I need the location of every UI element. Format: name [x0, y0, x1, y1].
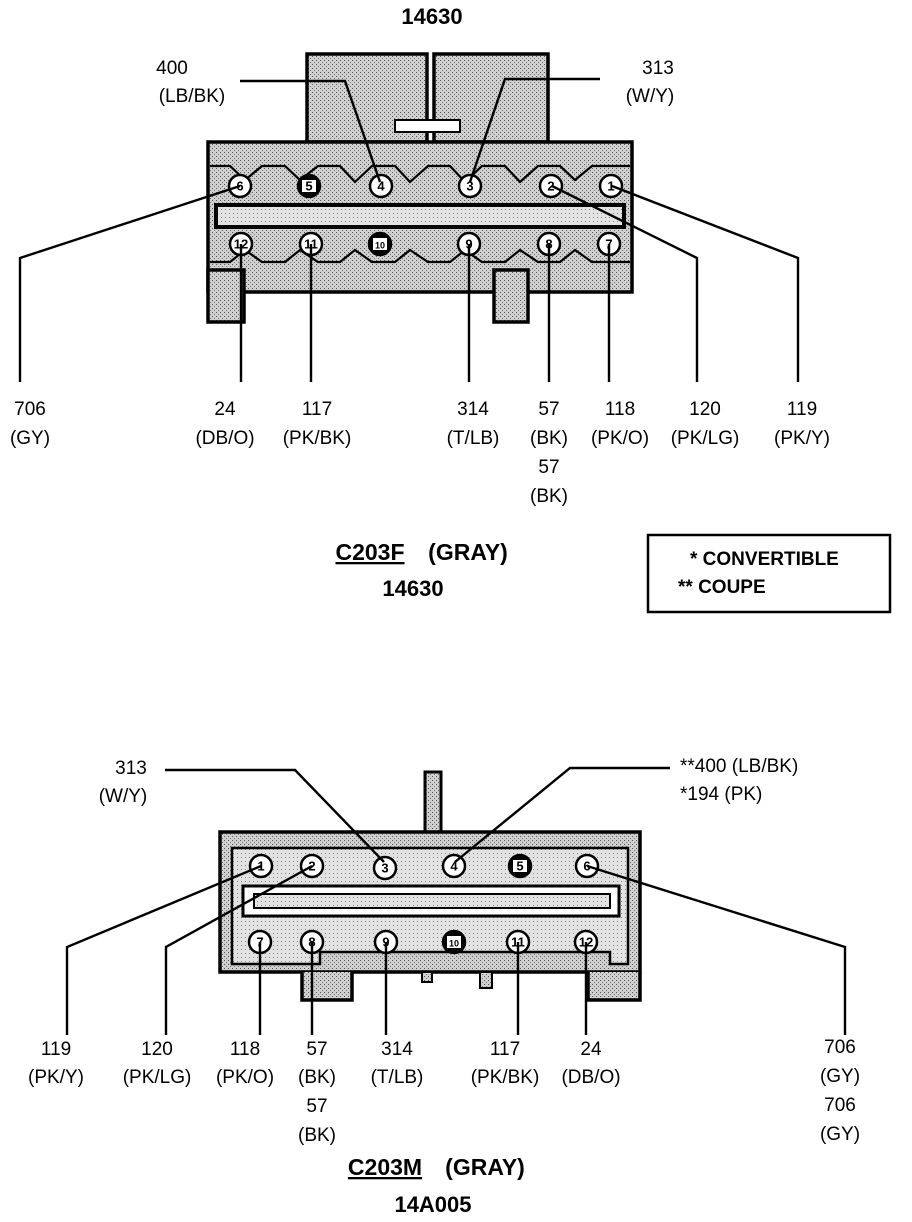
c203f-wires: [18, 77, 800, 382]
c203f-label-57b-circuit: 57: [538, 457, 559, 478]
c203f-label-24-color: (DB/O): [195, 428, 254, 449]
legend-box: * CONVERTIBLE ** COUPE: [646, 533, 892, 614]
top-part-number: 14630: [401, 4, 462, 29]
c203m-label-706-color: (GY): [820, 1066, 860, 1087]
c203f-pin-3: [457, 173, 483, 199]
c203m-pin-number-3: 3: [381, 861, 388, 876]
legend-convertible: * CONVERTIBLE: [690, 549, 839, 570]
c203f-pin-number-5: 5: [305, 179, 312, 194]
c203f-label-57b-color: (BK): [530, 486, 568, 507]
legend-coupe: ** COUPE: [678, 577, 766, 598]
c203f-pin-4: [368, 173, 394, 199]
c203m-label-57-circuit: 57: [306, 1039, 327, 1060]
c203m-pin-10-plug: [447, 936, 461, 948]
c203m-connector-name: C203M: [348, 1154, 422, 1180]
c203f-label-120-circuit: 120: [689, 399, 721, 420]
c203m-label-706b-circuit: 706: [824, 1095, 856, 1116]
c203m-label-117-circuit: 117: [490, 1039, 520, 1060]
c203m-pin-5-plug: [513, 860, 527, 872]
c203m-bottom-labels: 119 (PK/Y) 120 (PK/LG) 118 (PK/O) 57 (BK…: [28, 1037, 860, 1146]
c203m-part-number: 14A005: [394, 1192, 471, 1217]
c203m-label-314-color: (T/LB): [371, 1067, 424, 1088]
c203f-wire-label-400-circuit: 400: [156, 58, 188, 79]
c203m-label-706-circuit: 706: [824, 1037, 856, 1058]
c203m-label-120-circuit: 120: [141, 1039, 173, 1060]
c203m-label-194-convertible: *194 (PK): [680, 784, 762, 805]
c203m-connector-color: (GRAY): [445, 1154, 525, 1180]
c203f-label-119-circuit: 119: [787, 399, 817, 420]
c203f-pin-10-plug: [373, 238, 387, 250]
c203m-label-119-color: (PK/Y): [28, 1067, 84, 1088]
c203f-label-706-color: (GY): [10, 428, 50, 449]
c203f-connector-body: [206, 52, 634, 324]
c203f-pin-5-plug: [302, 180, 316, 192]
c203m-label-313-circuit: 313: [115, 758, 147, 779]
c203m-label-314-circuit: 314: [381, 1039, 413, 1060]
c203m-label-117-color: (PK/BK): [471, 1067, 540, 1088]
c203m-label-57b-color: (BK): [298, 1125, 336, 1146]
c203m-label-118-circuit: 118: [230, 1039, 260, 1060]
c203f-wire-label-313-circuit: 313: [642, 58, 674, 79]
c203f-label-314-color: (T/LB): [447, 428, 500, 449]
c203f-connector-color: (GRAY): [428, 539, 508, 565]
c203f-bottom-labels: 706 (GY) 24 (DB/O) 117 (PK/BK) 314 (T/LB…: [10, 399, 830, 507]
c203m-label-24-circuit: 24: [580, 1039, 602, 1060]
c203f-label-117-color: (PK/BK): [283, 428, 352, 449]
c203f-pin-number-4: 4: [377, 179, 385, 194]
c203f-pin-1: [598, 173, 624, 199]
c203f-label-57-color: (BK): [530, 428, 568, 449]
c203m-connector-body: [218, 770, 642, 1002]
c203f-wire-label-400-color: (LB/BK): [159, 86, 226, 107]
c203f-part-number: 14630: [382, 576, 443, 601]
c203m-pin-3: [372, 855, 398, 881]
c203f-pin-2: [538, 173, 564, 199]
c203f-label-24-circuit: 24: [214, 399, 236, 420]
c203f-label-118-circuit: 118: [605, 399, 635, 420]
c203m-label-400-coupe: **400 (LB/BK): [680, 756, 798, 777]
c203f-label-57-circuit: 57: [538, 399, 559, 420]
c203f-label-119-color: (PK/Y): [774, 428, 830, 449]
c203f-label-706-circuit: 706: [14, 399, 46, 420]
c203m-pin-number-10: 10: [449, 939, 459, 949]
c203f-label-120-color: (PK/LG): [671, 428, 740, 449]
c203m-label-118-color: (PK/O): [216, 1067, 274, 1088]
c203f-label-314-circuit: 314: [457, 399, 489, 420]
c203m-label-24-color: (DB/O): [561, 1067, 620, 1088]
c203f-label-118-color: (PK/O): [591, 428, 649, 449]
c203f-connector-name: C203F: [335, 539, 404, 565]
c203m-label-57b-circuit: 57: [306, 1096, 327, 1117]
c203f-pin-number-2: 2: [547, 179, 554, 194]
c203m-wires: [65, 766, 847, 1035]
c203m-pin-number-4: 4: [450, 859, 458, 874]
c203m-pin-4: [441, 853, 467, 879]
c203f-wire-label-313-color: (W/Y): [626, 86, 675, 107]
c203m-label-706b-color: (GY): [820, 1124, 860, 1145]
c203m-label-57-color: (BK): [298, 1067, 336, 1088]
c203m-label-120-color: (PK/LG): [123, 1067, 192, 1088]
c203f-label-117-circuit: 117: [302, 399, 332, 420]
c203m-label-119-circuit: 119: [41, 1039, 71, 1060]
c203m-label-313-color: (W/Y): [99, 786, 148, 807]
c203f-pin-number-10: 10: [375, 241, 385, 251]
c203f-pin-number-1: 1: [607, 179, 614, 194]
c203m-pin-number-5: 5: [516, 859, 523, 874]
c203f-pin-number-3: 3: [466, 179, 473, 194]
